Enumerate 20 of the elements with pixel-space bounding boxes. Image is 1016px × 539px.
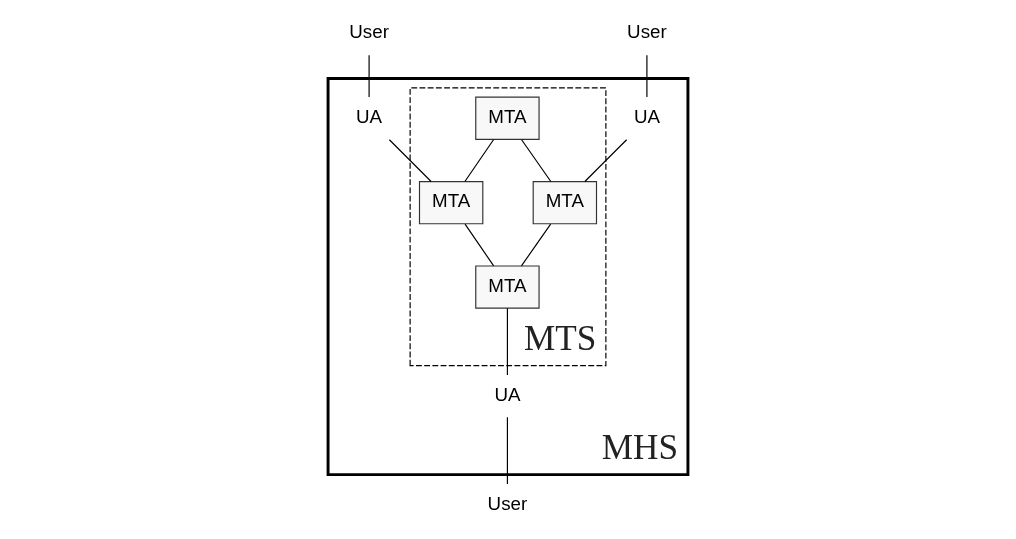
connector	[464, 223, 495, 267]
connector	[646, 54, 648, 98]
connector	[506, 307, 508, 376]
node-text: UA	[356, 105, 383, 127]
connector	[584, 139, 628, 183]
node-box: MTA	[475, 265, 540, 309]
connector	[506, 416, 508, 485]
connector	[388, 139, 432, 183]
connector	[521, 139, 552, 183]
node-text: UA	[494, 383, 521, 405]
connector	[464, 139, 495, 183]
node-box: MTA	[532, 181, 598, 225]
node-text: User	[487, 492, 528, 514]
node-text: User	[627, 21, 667, 43]
node-text: User	[349, 21, 389, 43]
node-text: UA	[633, 105, 660, 127]
node-box: MTA	[418, 181, 484, 225]
connector	[520, 223, 552, 267]
node-box: MTA	[475, 96, 540, 140]
connector	[368, 54, 370, 98]
